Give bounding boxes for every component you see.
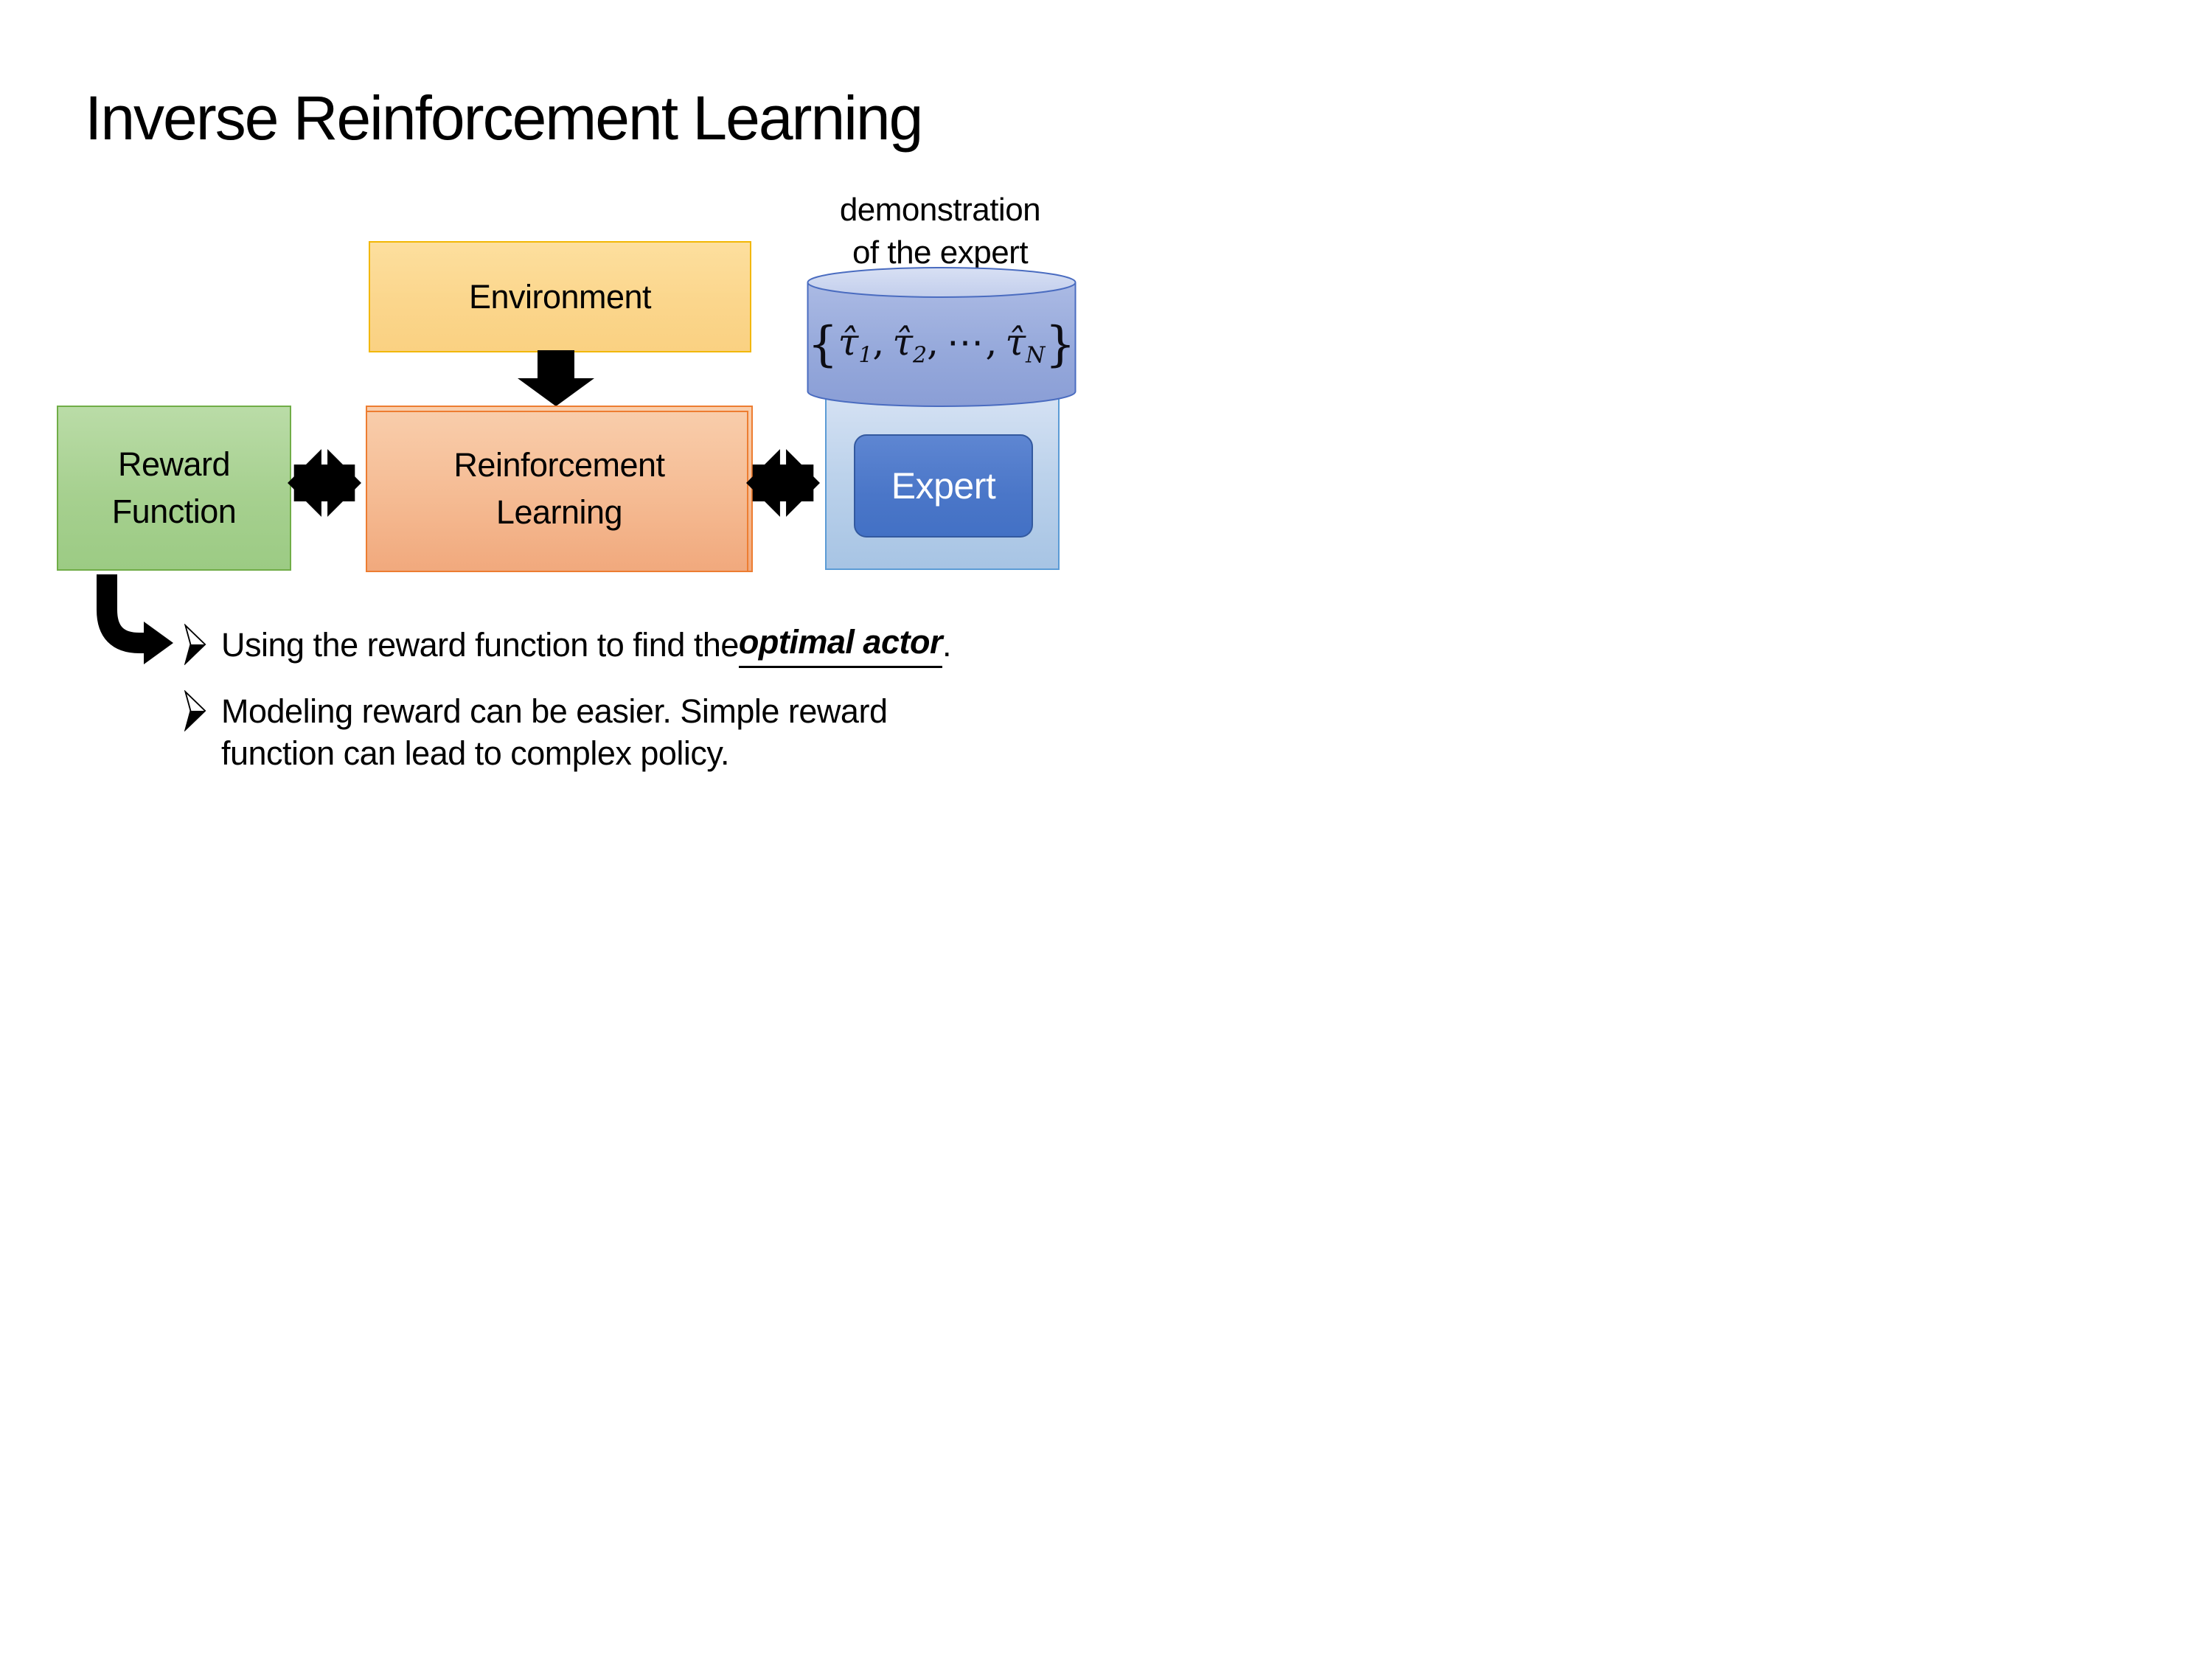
demonstration-label-line1: demonstration [839, 192, 1041, 228]
demonstration-label-line2: of the expert [852, 234, 1029, 271]
bullet-arrowhead-icon [184, 690, 206, 731]
bullet2-text-line1: Modeling reward can be easier. Simple re… [221, 692, 888, 730]
reinforcement-learning-label-line2: Learning [495, 493, 623, 531]
reward-function-label-line1: Reward [117, 445, 231, 484]
reinforcement-learning-box: Reinforcement Learning [366, 406, 753, 572]
exchange-arrows-left-icon [288, 445, 361, 521]
trajectory-set-formula: {τ̂1,τ̂2,⋯,τ̂N} [807, 317, 1076, 372]
expert-label: Expert [891, 465, 996, 507]
bullet-item-optimal-actor: Using the reward function to find the op… [221, 621, 952, 668]
expert-box: Expert [854, 434, 1033, 538]
bullet1-emphasis: optimal actor [738, 621, 942, 668]
environment-label: Environment [468, 277, 652, 316]
demonstration-database-cylinder [807, 267, 1077, 407]
close-brace: } [1045, 317, 1076, 372]
exchange-arrows-right-icon [746, 445, 820, 521]
bullet-arrowhead-icon [184, 624, 206, 665]
open-brace: { [807, 317, 838, 372]
bullet1-text-pre: Using the reward function to find the [221, 625, 739, 664]
bullet2-text-line2: function can lead to complex policy. [221, 734, 730, 772]
reward-function-label-line2: Function [111, 493, 237, 530]
slide: Inverse Reinforcement Learning demonstra… [0, 0, 1106, 830]
demonstration-label: demonstration of the expert [800, 189, 1080, 274]
bullet-item-modeling-reward: Modeling reward can be easier. Simple re… [221, 690, 888, 774]
bent-arrow-icon [97, 574, 173, 664]
reward-function-box: Reward Function [57, 406, 291, 571]
page-title: Inverse Reinforcement Learning [85, 83, 923, 153]
reinforcement-learning-label-line1: Reinforcement [453, 446, 665, 484]
down-arrow-icon [518, 350, 594, 406]
environment-box: Environment [369, 241, 751, 352]
bullet1-text-post: . [942, 625, 952, 664]
